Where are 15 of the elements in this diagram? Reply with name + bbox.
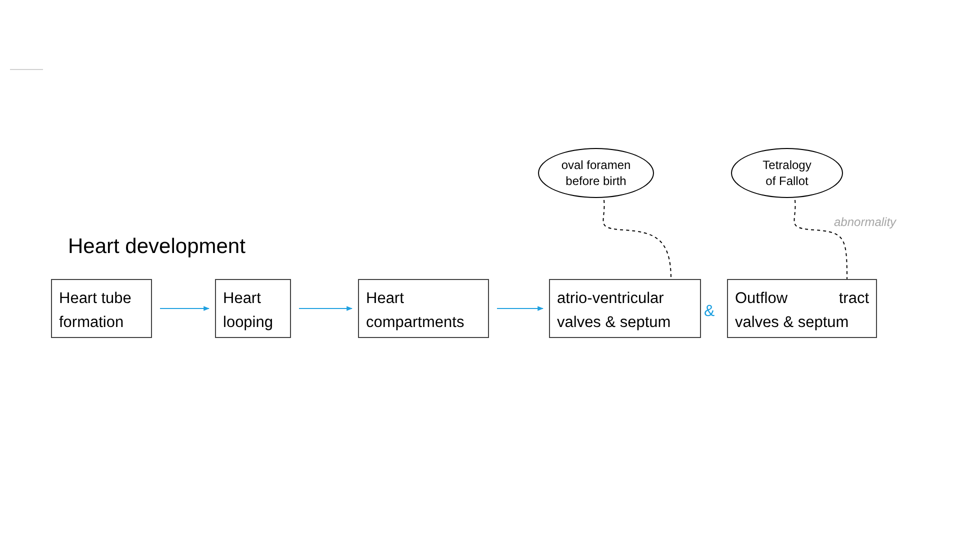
ellipse-node: oval foramen before birth — [538, 148, 654, 198]
arrow — [496, 306, 544, 311]
dashed-connector — [602, 200, 672, 280]
process-box: Heart tube formation — [51, 279, 152, 338]
process-box: Heart looping — [215, 279, 291, 338]
annotation-label: abnormality — [834, 214, 896, 231]
process-box: Heart compartments — [358, 279, 489, 338]
process-box: Outflow tract valves & septum — [727, 279, 877, 338]
ellipse-node: Tetralogy of Fallot — [731, 148, 843, 198]
diagram-title: Heart development — [68, 234, 246, 260]
annotation-label: & — [704, 302, 715, 322]
arrow — [298, 306, 353, 311]
arrow — [160, 306, 210, 311]
dashed-connector — [794, 200, 848, 280]
process-box: atrio-ventricular valves & septum — [549, 279, 701, 338]
